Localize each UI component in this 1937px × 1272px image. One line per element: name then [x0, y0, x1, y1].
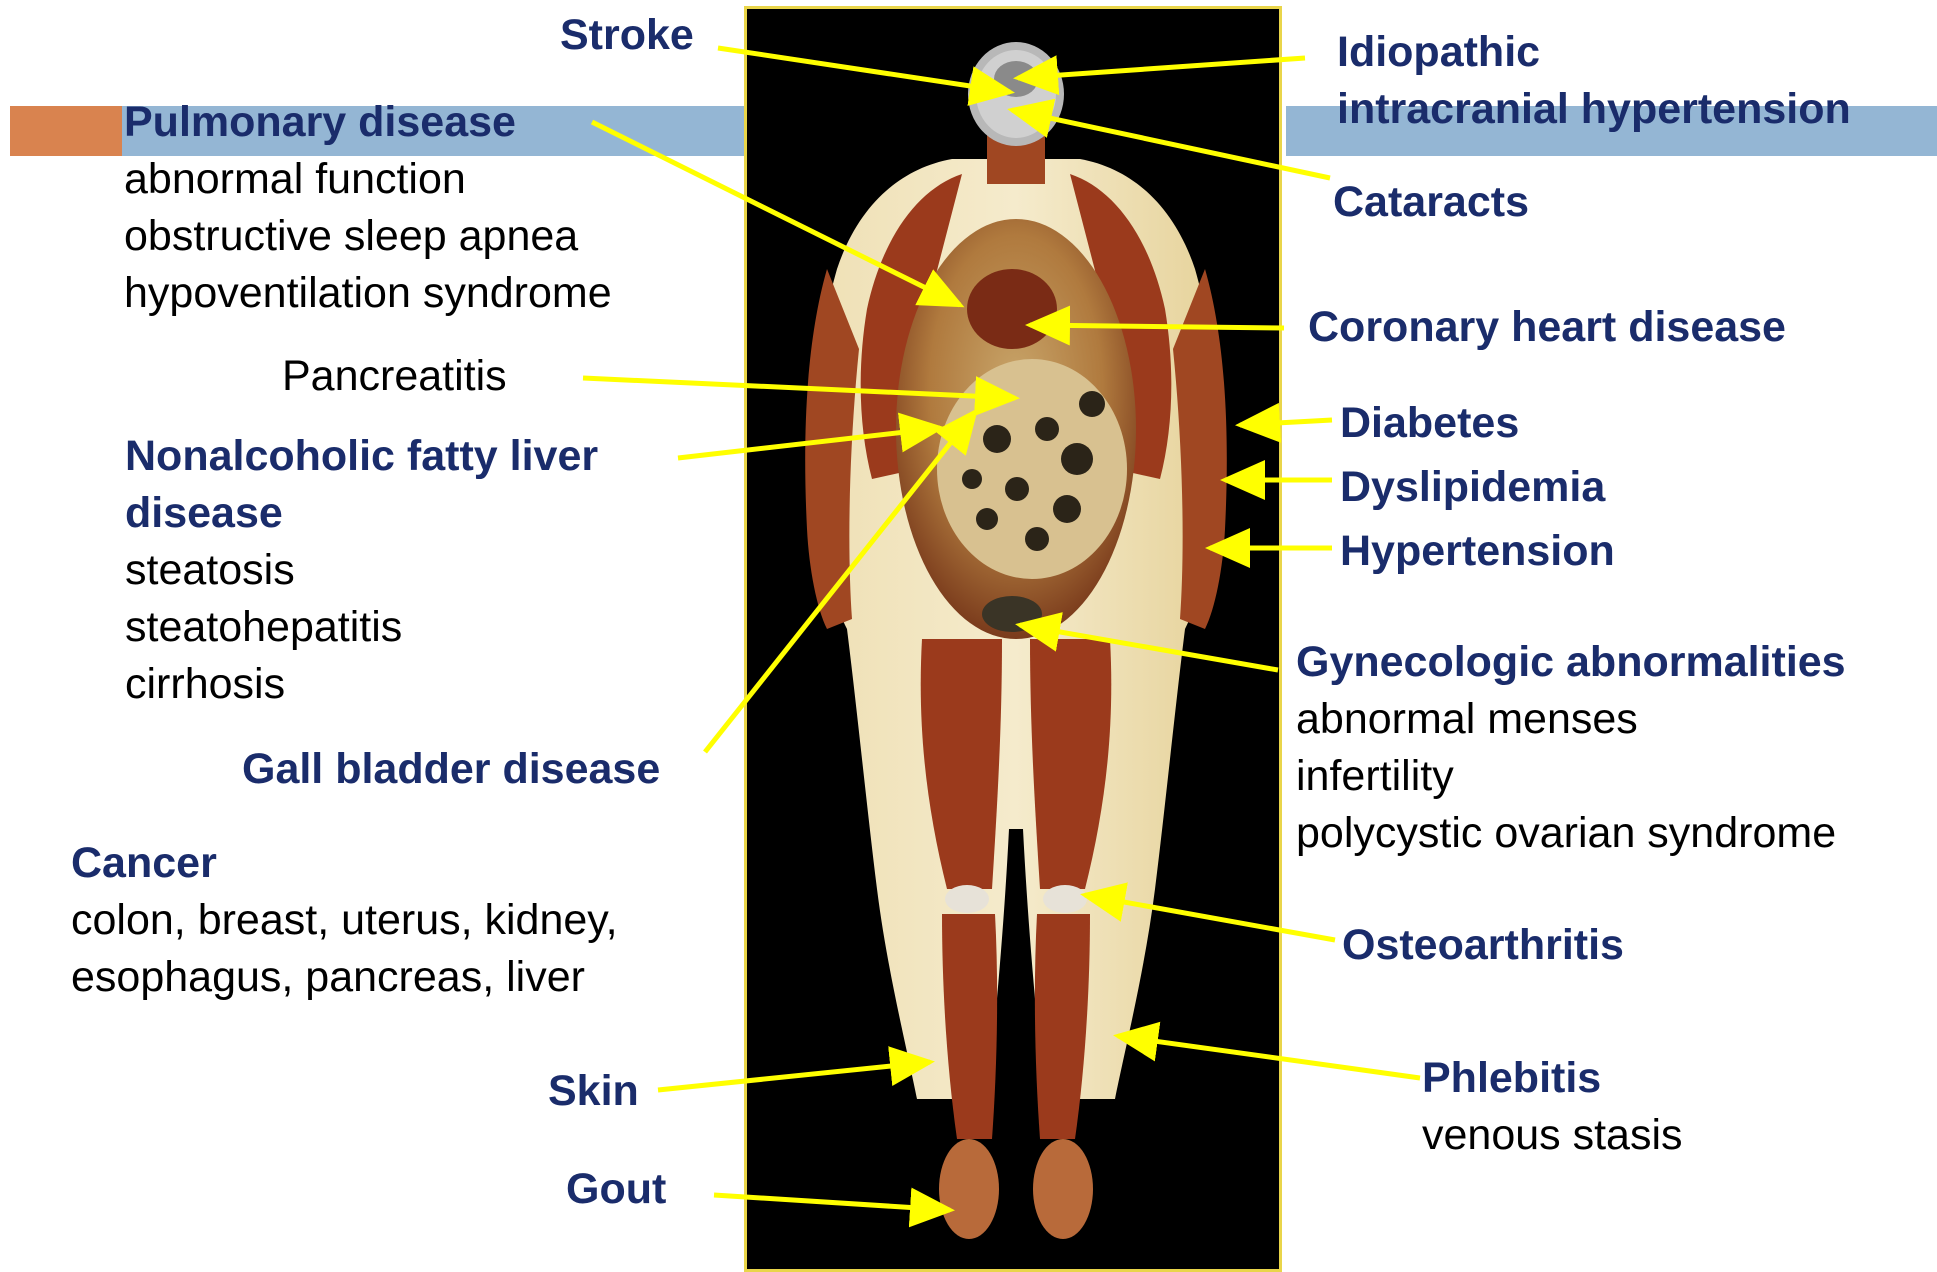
label-stroke: Stroke: [560, 14, 694, 57]
nafld-heading-2: disease: [125, 485, 598, 542]
label-idiopathic: Idiopathic intracranial hypertension: [1337, 24, 1851, 138]
label-dyslipidemia: Dyslipidemia: [1340, 466, 1605, 509]
label-cataracts: Cataracts: [1333, 181, 1529, 224]
label-skin: Skin: [548, 1070, 639, 1113]
gynecologic-item: abnormal menses: [1296, 691, 1846, 748]
pulmonary-heading: Pulmonary disease: [124, 94, 612, 151]
cancer-group: Cancer colon, breast, uterus, kidney, es…: [71, 835, 618, 1006]
label-pancreatitis: Pancreatitis: [282, 355, 507, 398]
cancer-heading: Cancer: [71, 835, 618, 892]
pulmonary-group: Pulmonary disease abnormal function obst…: [124, 94, 612, 322]
gynecologic-item: infertility: [1296, 748, 1846, 805]
cancer-item: esophagus, pancreas, liver: [71, 949, 618, 1006]
label-gall-bladder: Gall bladder disease: [242, 748, 660, 791]
phlebitis-heading: Phlebitis: [1422, 1050, 1683, 1107]
accent-bar-orange: [10, 106, 122, 156]
body-silhouette: [747, 9, 1282, 1272]
label-coronary: Coronary heart disease: [1308, 306, 1786, 349]
nafld-item: cirrhosis: [125, 656, 598, 713]
idiopathic-line-2: intracranial hypertension: [1337, 81, 1851, 138]
pulmonary-item: obstructive sleep apnea: [124, 208, 612, 265]
pulmonary-item: abnormal function: [124, 151, 612, 208]
gynecologic-heading: Gynecologic abnormalities: [1296, 634, 1846, 691]
label-gout: Gout: [566, 1168, 666, 1211]
nafld-item: steatohepatitis: [125, 599, 598, 656]
nafld-group: Nonalcoholic fatty liver disease steatos…: [125, 428, 598, 713]
body-mri-image: [744, 6, 1282, 1272]
phlebitis-item: venous stasis: [1422, 1107, 1683, 1164]
nafld-item: steatosis: [125, 542, 598, 599]
label-hypertension: Hypertension: [1340, 530, 1615, 573]
nafld-heading-1: Nonalcoholic fatty liver: [125, 428, 598, 485]
gynecologic-item: polycystic ovarian syndrome: [1296, 805, 1846, 862]
idiopathic-line-1: Idiopathic: [1337, 24, 1851, 81]
gynecologic-group: Gynecologic abnormalities abnormal mense…: [1296, 634, 1846, 862]
cancer-item: colon, breast, uterus, kidney,: [71, 892, 618, 949]
label-osteoarthritis: Osteoarthritis: [1342, 924, 1624, 967]
pulmonary-item: hypoventilation syndrome: [124, 265, 612, 322]
phlebitis-group: Phlebitis venous stasis: [1422, 1050, 1683, 1164]
label-diabetes: Diabetes: [1340, 402, 1519, 445]
